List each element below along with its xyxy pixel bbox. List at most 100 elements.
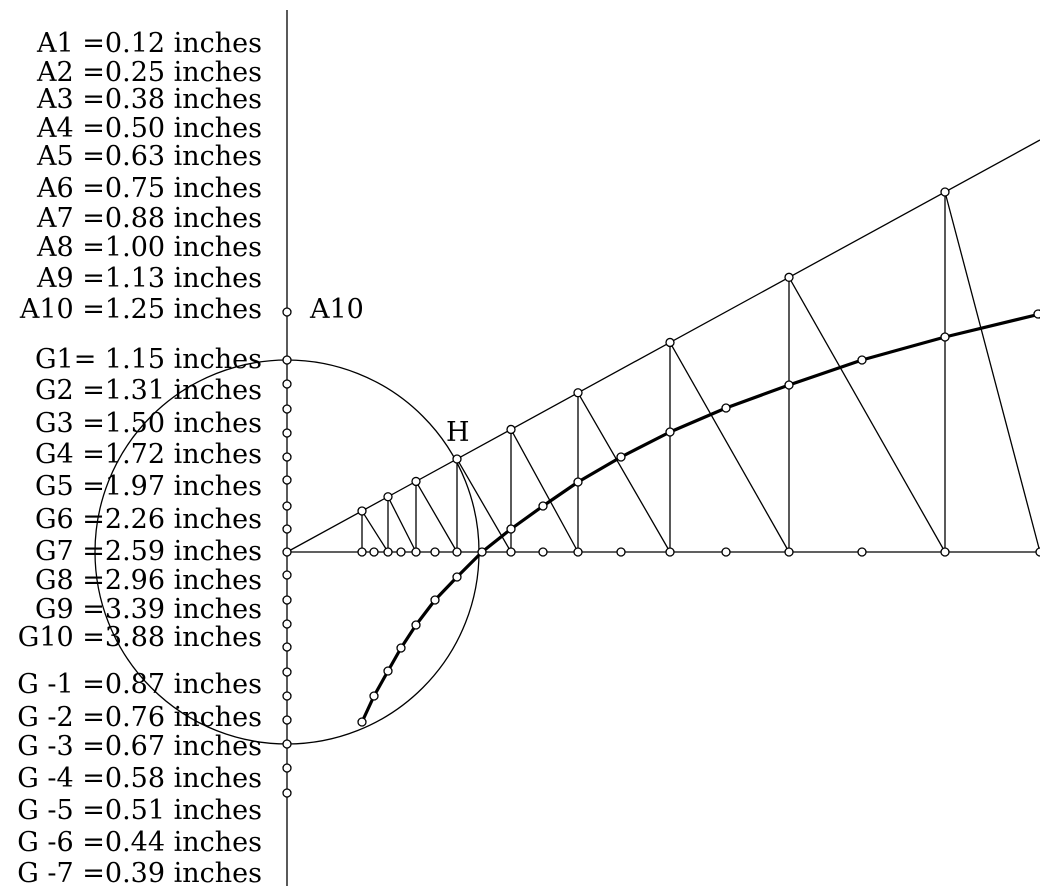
axis-point (282, 739, 292, 749)
base-line-point (396, 547, 406, 557)
axis-point (282, 475, 292, 485)
inclined-line-point (383, 492, 393, 502)
axis-point (282, 715, 292, 725)
a-value-label: A1 =0.12 inches (36, 28, 262, 59)
axis-point (282, 570, 292, 580)
g-negative-value-label: G -3 =0.67 inches (17, 731, 262, 762)
step-diagonal-line (669, 342, 790, 553)
base-line-point (430, 547, 440, 557)
base-line-point (616, 547, 626, 557)
g-value-label: G3 =1.50 inches (35, 408, 262, 439)
axis-point (282, 595, 292, 605)
base-line-point (452, 547, 462, 557)
base-line-point (784, 547, 794, 557)
a-value-label: A6 =0.75 inches (36, 173, 262, 204)
curve-point (506, 524, 516, 534)
base-line-point (940, 547, 950, 557)
inclined-line-point (940, 187, 950, 197)
g-value-label: G10 =3.88 inches (18, 622, 262, 653)
curve-end-point (1033, 309, 1040, 319)
g-negative-value-label: G -2 =0.76 inches (17, 702, 262, 733)
a-value-label: A9 =1.13 inches (36, 263, 262, 294)
axis-point (282, 788, 292, 798)
inclined-line (286, 139, 1040, 553)
axis-point (282, 452, 292, 462)
base-line-point (665, 547, 675, 557)
logarithmic-curve (360, 312, 1040, 723)
curve-point (430, 595, 440, 605)
base-line-point (538, 547, 548, 557)
g-negative-value-label: G -6 =0.44 inches (17, 827, 262, 858)
curve-point (369, 691, 379, 701)
base-line-point (506, 547, 516, 557)
curve-point (573, 477, 583, 487)
base-line-point (369, 547, 379, 557)
base-line-point (411, 547, 421, 557)
origin-point (282, 547, 292, 557)
curve-point (616, 452, 626, 462)
a-value-label: A4 =0.50 inches (36, 113, 262, 144)
axis-point (282, 379, 292, 389)
inclined-line-point (506, 424, 516, 435)
g-value-label: G5 =1.97 inches (35, 471, 262, 502)
curve-point (452, 572, 462, 582)
inclined-line-point (665, 337, 675, 348)
a-value-label: A8 =1.00 inches (36, 232, 262, 263)
base-line-point (857, 547, 867, 557)
curve-point (665, 427, 675, 437)
axis-point (282, 404, 292, 414)
a-value-label: A7 =0.88 inches (36, 203, 262, 234)
step-diagonal-line (510, 429, 579, 553)
base-line-point (573, 547, 583, 557)
curve-point (396, 643, 406, 653)
a-value-label: A3 =0.38 inches (36, 84, 262, 115)
axis-point (282, 667, 292, 677)
step-diagonal-line (788, 277, 946, 553)
base-line-point (383, 547, 393, 557)
base-line-point (1035, 547, 1040, 557)
axis-point (282, 355, 292, 365)
g-value-label: G9 =3.39 inches (35, 594, 262, 625)
axis-point (282, 642, 292, 652)
a-value-label: A10 =1.25 inches (19, 294, 262, 325)
g-value-label: G1= 1.15 inches (35, 344, 262, 375)
g-value-label: G8 =2.96 inches (35, 565, 262, 596)
step-diagonal-line (456, 458, 512, 553)
curve-point (940, 332, 950, 342)
g-value-label: G7 =2.59 inches (35, 536, 262, 567)
axis-point (282, 619, 292, 629)
g-value-label: G6 =2.26 inches (35, 504, 262, 535)
step-diagonal-line (415, 481, 458, 553)
inclined-line-point (357, 506, 367, 516)
a-value-label: A5 =0.63 inches (36, 141, 262, 172)
curve-point (784, 380, 794, 390)
a-value-label: A2 =0.25 inches (36, 57, 262, 88)
curve-point (538, 501, 548, 511)
step-diagonal-line (577, 392, 671, 553)
axis-point (282, 691, 292, 701)
g-negative-value-label: G -7 =0.39 inches (17, 858, 262, 886)
point-a10-label: A10 (309, 294, 364, 325)
curve-point (411, 620, 421, 630)
g-value-label: G4 =1.72 inches (35, 439, 262, 470)
point-h-label: H (446, 417, 470, 448)
inclined-line-point (573, 388, 583, 398)
axis-point (282, 307, 292, 317)
axis-point (282, 428, 292, 438)
axis-point (282, 763, 292, 773)
curve-point (721, 403, 731, 413)
g-negative-value-label: G -1 =0.87 inches (17, 669, 262, 700)
curve-point (383, 666, 393, 676)
g-value-label: G2 =1.31 inches (35, 375, 262, 406)
axis-point (282, 501, 292, 511)
g-negative-value-label: G -4 =0.58 inches (17, 763, 262, 794)
step-diagonal-line (944, 191, 1040, 553)
inclined-line-point (411, 476, 421, 487)
axis-point (282, 524, 292, 534)
base-line-point (357, 547, 367, 557)
point-markers (282, 187, 1040, 798)
base-line-point (477, 547, 487, 557)
step-diagonal-line (387, 496, 417, 553)
